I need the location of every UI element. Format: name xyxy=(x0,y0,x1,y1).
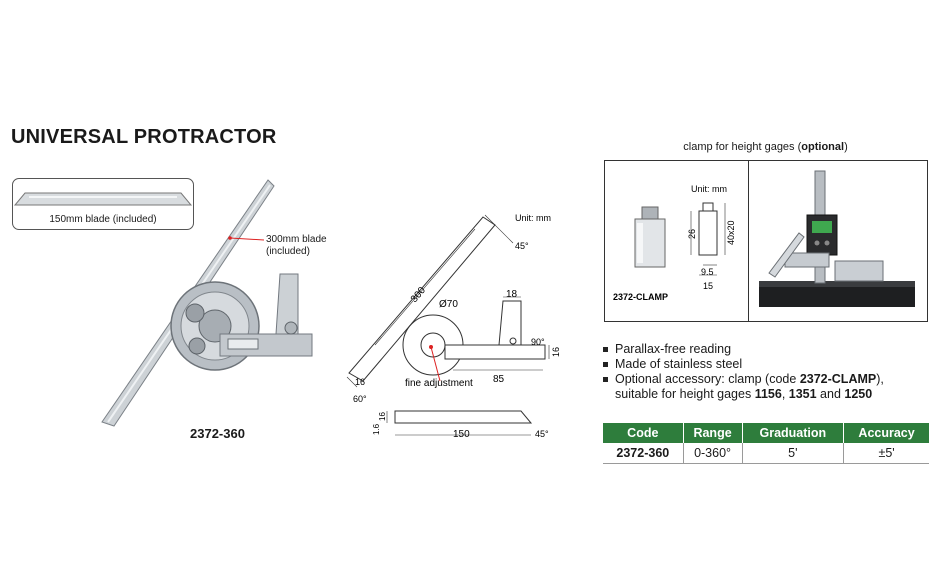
dim-angle-top: 45° xyxy=(515,241,529,251)
feature-code: 1351 xyxy=(788,387,817,401)
dim-short-blade-height: 16 xyxy=(378,412,387,421)
cell-graduation: 5' xyxy=(742,443,845,464)
technical-drawing: Unit: mm 300 Ø70 18 85 16 16 60° 90° 45°… xyxy=(346,213,561,440)
dim-short-blade-angle: 45° xyxy=(535,429,549,439)
clamp-caption: clamp for height gages (optional) xyxy=(603,141,928,153)
clamp-caption-prefix: clamp for height gages ( xyxy=(683,141,802,153)
dim-base-length: 85 xyxy=(493,374,505,385)
clamp-panel-divider xyxy=(748,161,749,321)
feature-text: , xyxy=(781,387,789,401)
clamp-unit: Unit: mm xyxy=(691,184,727,194)
feature-code: 1156 xyxy=(754,387,782,401)
feature-item: Optional accessory: clamp (code 2372-CLA… xyxy=(600,372,930,402)
col-header-graduation: Graduation xyxy=(742,423,845,443)
blade-150-label: 150mm blade (included) xyxy=(49,214,157,225)
clamp-caption-bold: optional xyxy=(801,141,845,153)
dim-angle-right: 90° xyxy=(531,337,545,347)
cell-code: 2372-360 xyxy=(603,443,684,464)
feature-text: suitable for height gages xyxy=(615,387,755,401)
clamp-dim-size: 40x20 xyxy=(726,220,736,245)
spec-table-header: Code Range Graduation Accuracy xyxy=(603,423,929,443)
blade-300-label-line2: (included) xyxy=(266,246,310,257)
fine-adjustment-label: fine adjustment xyxy=(405,378,473,389)
feature-text: Made of stainless steel xyxy=(615,357,743,371)
col-header-accuracy: Accuracy xyxy=(843,423,929,443)
clamp-label: 2372-CLAMP xyxy=(613,292,668,302)
dim-angle-bottom: 60° xyxy=(353,394,367,404)
dim-short-blade: 150 xyxy=(453,429,470,440)
clamp-panel: Unit: mm 26 40x20 9.5 15 2372-CLAMP xyxy=(604,160,928,322)
height-gage-photo xyxy=(759,170,915,307)
drawing-unit: Unit: mm xyxy=(515,213,551,223)
protractor-photo xyxy=(101,179,313,427)
blade-300-label-line1: 300mm blade xyxy=(266,234,327,245)
blade-150-image xyxy=(13,192,193,206)
dim-arm-width: 18 xyxy=(506,289,518,300)
clamp-caption-suffix: ) xyxy=(844,141,848,153)
dim-dial-diameter: Ø70 xyxy=(439,299,458,310)
table-row: 2372-360 0-360° 5' ±5' xyxy=(603,443,929,464)
col-header-range: Range xyxy=(683,423,743,443)
feature-code: 2372-CLAMP xyxy=(799,372,877,386)
feature-text: ), xyxy=(876,372,884,386)
blade-300-label: 300mm blade (included) xyxy=(266,234,327,258)
clamp-drawing: Unit: mm 26 40x20 9.5 15 2372-CLAMP xyxy=(613,184,736,302)
cell-range: 0-360° xyxy=(683,443,743,464)
feature-text: and xyxy=(816,387,845,401)
page-title: UNIVERSAL PROTRACTOR xyxy=(11,126,277,148)
feature-item: Parallax-free reading xyxy=(600,342,930,357)
col-header-code: Code xyxy=(603,423,684,443)
clamp-dim-w1: 9.5 xyxy=(701,267,714,277)
dim-base-height: 16 xyxy=(551,347,561,357)
dim-blade-width: 16 xyxy=(355,377,365,387)
feature-code: 1250 xyxy=(844,387,873,401)
model-code: 2372-360 xyxy=(190,426,245,441)
feature-item: Made of stainless steel xyxy=(600,357,930,372)
clamp-dim-w2: 15 xyxy=(703,281,713,291)
blade-150-box: 150mm blade (included) xyxy=(12,178,194,230)
feature-list: Parallax-free reading Made of stainless … xyxy=(600,342,930,402)
feature-text: Optional accessory: clamp (code xyxy=(615,372,800,386)
dim-short-blade-thickness: 1.6 xyxy=(372,423,381,435)
cell-accuracy: ±5' xyxy=(843,443,929,464)
feature-text: Parallax-free reading xyxy=(615,342,732,356)
clamp-dim-height: 26 xyxy=(687,229,697,239)
spec-table: Code Range Graduation Accuracy 2372-360 … xyxy=(603,423,929,464)
